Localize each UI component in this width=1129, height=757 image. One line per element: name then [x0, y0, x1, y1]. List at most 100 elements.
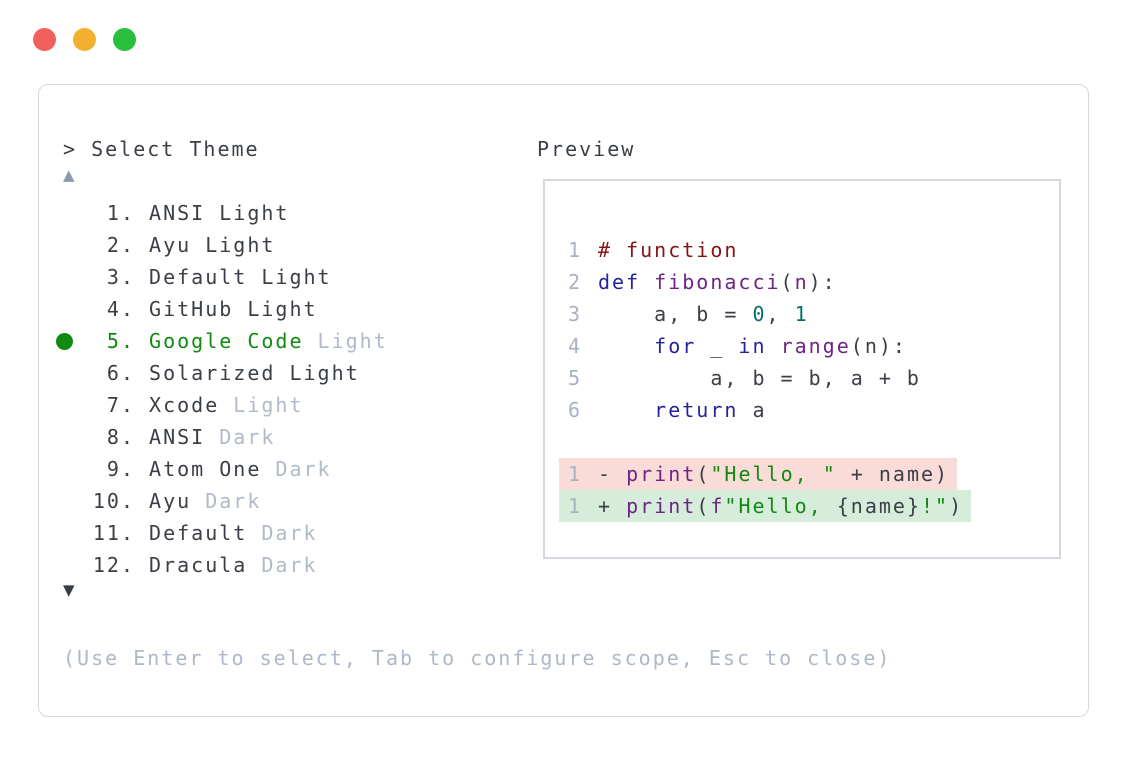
marker-slot: [55, 517, 89, 549]
theme-item-variant: Light: [247, 297, 318, 321]
code-token-plain: ):: [808, 270, 837, 294]
theme-item-variant: Light: [289, 361, 360, 385]
code-token-literal: 0: [752, 302, 767, 326]
theme-list-item-7[interactable]: 7. Xcode Light: [55, 389, 388, 421]
theme-item-number: 1.: [106, 201, 135, 225]
code-token-comment: # function: [598, 238, 739, 262]
close-window-button[interactable]: [33, 28, 56, 51]
theme-item-name: Atom One: [135, 457, 276, 481]
code-token-keyword: return: [654, 398, 739, 422]
code-token-type: range: [780, 334, 851, 358]
code-token-keyword: in: [738, 334, 767, 358]
line-number: 2: [568, 270, 583, 294]
theme-list-item-4[interactable]: 4. GitHub Light: [55, 293, 388, 325]
code-token-plain: (: [696, 462, 711, 486]
scroll-up-icon[interactable]: ▲: [63, 166, 75, 184]
theme-item-variant: Light: [205, 233, 276, 257]
theme-item-number: 9.: [106, 457, 135, 481]
theme-item-name: Ayu: [135, 489, 206, 513]
marker-slot: [55, 485, 89, 517]
code-token-literal: 1: [794, 302, 809, 326]
code-token-plain: +: [598, 494, 627, 518]
marker-slot: [55, 293, 89, 325]
zoom-window-button[interactable]: [113, 28, 136, 51]
marker-slot: [55, 261, 89, 293]
code-token-plain: a, b =: [598, 302, 753, 326]
theme-item-name: ANSI: [135, 425, 220, 449]
theme-item-name: Ayu: [135, 233, 206, 257]
theme-list-item-12[interactable]: 12. Dracula Dark: [55, 549, 388, 581]
keyboard-hint: (Use Enter to select, Tab to configure s…: [63, 646, 892, 670]
diff-line-row: 1+ print(f"Hello, {name}!"): [545, 490, 1059, 522]
code-line-blank: [545, 426, 1059, 458]
line-number: 5: [568, 366, 583, 390]
theme-list-item-10[interactable]: 10. Ayu Dark: [55, 485, 388, 517]
selected-dot-icon: [56, 332, 73, 350]
code-token-type: f: [710, 494, 725, 518]
code-token-plain: a: [738, 398, 767, 422]
code-token-type: print: [626, 494, 697, 518]
code-token-plain: ): [949, 494, 964, 518]
code-token-plain: [640, 270, 654, 294]
code-token-plain: _: [696, 334, 739, 358]
theme-item-number: 8.: [106, 425, 135, 449]
code-token-keyword: for: [654, 334, 697, 358]
marker-slot: [55, 229, 89, 261]
theme-item-name: Google Code: [135, 329, 318, 353]
theme-item-variant: Light: [317, 329, 388, 353]
code-token-type: print: [626, 462, 697, 486]
theme-item-name: Dracula: [135, 553, 262, 577]
code-token-type: n: [794, 270, 809, 294]
scroll-down-icon[interactable]: ▼: [63, 581, 75, 599]
theme-item-variant: Light: [233, 393, 304, 417]
code-line: 1 # function: [545, 234, 1059, 266]
code-line: 6 return a: [545, 394, 1059, 426]
theme-item-name: Default: [135, 265, 262, 289]
code-token-type: fibonacci: [654, 270, 781, 294]
line-number: 1: [568, 238, 583, 262]
code-line: 3 a, b = 0, 1: [545, 298, 1059, 330]
code-token-string: "Hello, ": [710, 462, 837, 486]
theme-item-name: Default: [135, 521, 262, 545]
code-token-plain: (: [696, 494, 711, 518]
theme-item-number: 11.: [92, 521, 135, 545]
theme-item-number: 7.: [106, 393, 135, 417]
theme-item-variant: Dark: [261, 521, 318, 545]
preview-label: Preview: [537, 137, 636, 161]
marker-slot: [55, 357, 89, 389]
theme-item-number: 2.: [106, 233, 135, 257]
line-number: 4: [568, 334, 583, 358]
theme-list-item-8[interactable]: 8. ANSI Dark: [55, 421, 388, 453]
code-token-plain: + name): [836, 462, 950, 486]
theme-item-number: 3.: [106, 265, 135, 289]
theme-list-item-2[interactable]: 2. Ayu Light: [55, 229, 388, 261]
marker-slot: [55, 197, 89, 229]
theme-item-name: Xcode: [135, 393, 234, 417]
code-line: 5 a, b = b, a + b: [545, 362, 1059, 394]
select-theme-prompt: > Select Theme: [63, 137, 260, 161]
theme-list-item-1[interactable]: 1. ANSI Light: [55, 197, 388, 229]
line-number: 1: [568, 494, 583, 518]
theme-item-number: 10.: [92, 489, 135, 513]
code-token-plain: (: [780, 270, 795, 294]
theme-list-item-3[interactable]: 3. Default Light: [55, 261, 388, 293]
theme-list-item-9[interactable]: 9. Atom One Dark: [55, 453, 388, 485]
theme-item-variant: Light: [219, 201, 290, 225]
code-token-plain: ,: [766, 302, 795, 326]
minimize-window-button[interactable]: [73, 28, 96, 51]
selected-item-dot: [55, 325, 89, 357]
theme-item-number: 5.: [106, 329, 135, 353]
diff-removed-line: 1- print("Hello, " + name): [559, 458, 958, 490]
code-line: 4 for _ in range(n):: [545, 330, 1059, 362]
diff-added-line: 1+ print(f"Hello, {name}!"): [559, 490, 972, 522]
theme-list-item-11[interactable]: 11. Default Dark: [55, 517, 388, 549]
theme-item-variant: Dark: [275, 457, 332, 481]
theme-item-number: 12.: [92, 553, 135, 577]
theme-item-variant: Dark: [261, 553, 318, 577]
code-token-plain: [598, 398, 654, 422]
theme-list-item-6[interactable]: 6. Solarized Light: [55, 357, 388, 389]
theme-item-variant: Dark: [219, 425, 276, 449]
theme-list-item-5[interactable]: 5. Google Code Light: [55, 325, 388, 357]
theme-item-name: ANSI: [135, 201, 220, 225]
